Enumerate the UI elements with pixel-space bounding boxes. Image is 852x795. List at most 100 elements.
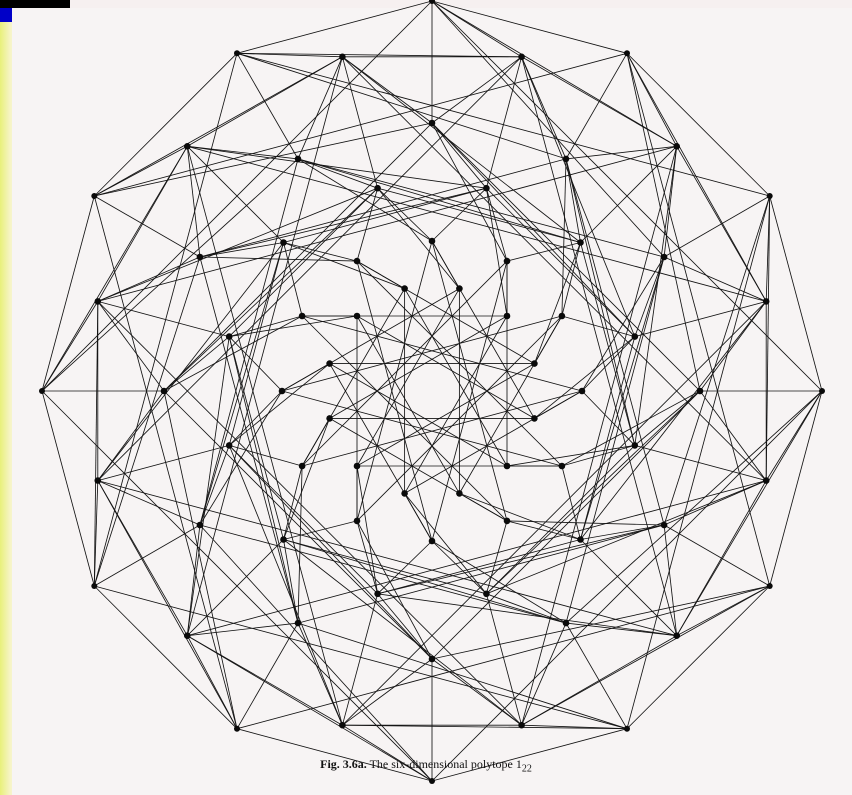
- vertex-outer-1: [767, 583, 773, 589]
- edge-277: [330, 364, 507, 466]
- edge-109: [566, 623, 677, 636]
- edge-6: [42, 196, 94, 391]
- vertex-fifth-0: [579, 388, 586, 395]
- edge-130: [581, 146, 677, 242]
- vertex-inner-7: [354, 313, 361, 320]
- vertex-outer-2: [624, 726, 630, 732]
- edge-67: [94, 123, 432, 196]
- edge-164: [298, 159, 378, 188]
- edge-86: [98, 301, 522, 725]
- edge-102: [98, 301, 164, 391]
- edge-202: [581, 243, 635, 446]
- edge-231: [357, 466, 378, 594]
- vertex-inner-0: [531, 415, 538, 422]
- edge-42: [42, 146, 187, 391]
- edge-283: [357, 316, 534, 418]
- edge-132: [486, 481, 766, 594]
- edge-137: [98, 243, 284, 481]
- vertex-second-9: [518, 54, 525, 61]
- vertex-second-7: [184, 143, 191, 150]
- edge-114: [98, 257, 200, 301]
- vertex-third-2: [563, 620, 570, 627]
- vertex-third-7: [197, 254, 204, 261]
- edge-69: [432, 1, 664, 257]
- edge-141: [522, 57, 635, 337]
- edge-284: [405, 289, 507, 466]
- edge-215: [562, 316, 635, 337]
- edge-11: [770, 196, 822, 391]
- vertex-fifth-11: [559, 313, 566, 320]
- vertex-inner-1: [504, 463, 511, 470]
- edge-82: [677, 146, 767, 301]
- vertex-inner-5: [326, 415, 333, 422]
- edge-103: [187, 146, 200, 257]
- edge-196: [229, 337, 283, 540]
- edge-209: [229, 445, 302, 466]
- edge-81: [522, 57, 677, 147]
- edge-92: [342, 57, 766, 481]
- edge-58: [566, 53, 627, 159]
- edge-206: [486, 521, 507, 594]
- edge-287: [357, 364, 534, 466]
- vertex-outer-7: [91, 193, 97, 199]
- edge-95: [342, 301, 766, 725]
- edge-118: [664, 146, 677, 257]
- edge-158: [486, 594, 566, 623]
- vertex-fourth-11: [632, 333, 639, 340]
- edge-70: [627, 53, 700, 391]
- edge-120: [635, 445, 766, 480]
- edge-75: [187, 636, 342, 726]
- edge-group: [42, 1, 822, 781]
- vertex-fourth-4: [280, 536, 287, 543]
- edge-105: [432, 57, 522, 123]
- edge-71: [664, 196, 770, 525]
- edge-45: [432, 1, 677, 146]
- edge-232: [284, 418, 330, 539]
- edge-111: [298, 623, 342, 725]
- vertex-inner-6: [326, 360, 333, 367]
- edge-149: [200, 159, 298, 525]
- vertex-fifth-10: [504, 258, 511, 265]
- vertex-fourth-5: [226, 442, 233, 449]
- edge-139: [187, 146, 486, 188]
- edge-155: [566, 257, 664, 623]
- vertex-third-8: [295, 156, 302, 163]
- vertex-outer-3: [429, 778, 435, 784]
- edge-36: [677, 391, 822, 636]
- edge-108: [664, 481, 766, 525]
- edge-200: [378, 188, 581, 242]
- edge-5: [42, 391, 94, 586]
- edge-162: [164, 337, 229, 391]
- edge-61: [432, 586, 770, 659]
- edge-193: [378, 540, 581, 594]
- vertex-outer-6: [39, 388, 45, 394]
- edge-113: [98, 391, 164, 481]
- vertex-third-10: [563, 156, 570, 163]
- vertex-third-0: [697, 388, 704, 395]
- vertex-fourth-3: [374, 591, 381, 598]
- vertex-second-3: [339, 722, 346, 729]
- vertex-third-1: [661, 522, 668, 529]
- edge-140: [342, 57, 580, 243]
- edge-9: [432, 1, 627, 53]
- edge-97: [664, 525, 677, 636]
- edge-278: [357, 316, 459, 493]
- caption-label: Fig. 3.6a.: [320, 757, 367, 771]
- edge-78: [98, 146, 188, 301]
- vertex-inner-9: [456, 285, 463, 292]
- vertex-fourth-6: [226, 333, 233, 340]
- vertex-second-1: [673, 632, 680, 639]
- vertex-fifth-6: [279, 388, 286, 395]
- edge-96: [700, 391, 766, 481]
- vertex-fifth-2: [504, 518, 511, 525]
- edge-124: [187, 540, 283, 636]
- edge-133: [378, 594, 677, 636]
- edge-8: [237, 1, 432, 53]
- vertex-fifth-7: [299, 313, 306, 320]
- edge-52: [237, 623, 298, 729]
- edge-197: [229, 243, 283, 446]
- edge-43: [94, 57, 342, 196]
- edge-213: [432, 188, 486, 241]
